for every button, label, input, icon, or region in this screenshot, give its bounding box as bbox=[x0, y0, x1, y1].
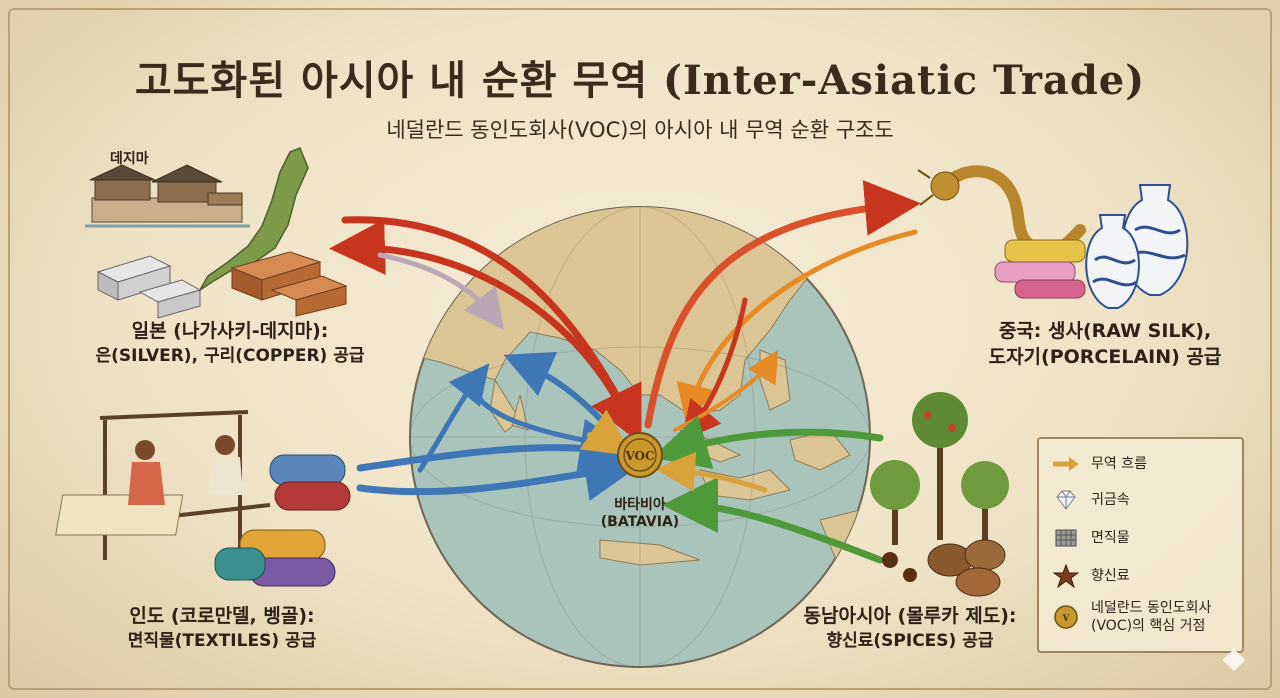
arrow-batavia-gold bbox=[579, 409, 633, 456]
arrow-japan-to-india bbox=[377, 252, 505, 330]
page-subtitle: 네덜란드 동인도회사(VOC)의 아시아 내 무역 순환 구조도 bbox=[386, 118, 894, 142]
trade-arrow-icon bbox=[1053, 457, 1079, 471]
legend-label-spice: 향신료 bbox=[1091, 568, 1130, 584]
textile-icon bbox=[1055, 529, 1077, 547]
trade-arrows bbox=[329, 180, 921, 564]
voc-emblem-icon: V bbox=[1054, 605, 1078, 629]
legend-item-trade-flow: 무역 흐름 bbox=[1049, 451, 1147, 477]
voc-emblem-icon: VOC bbox=[617, 432, 663, 478]
spice-trees bbox=[870, 392, 1009, 545]
arrow-spices-to-batavia-2 bbox=[662, 477, 884, 564]
legend-item-textile: 면직물 bbox=[1049, 525, 1130, 551]
japan-illustration bbox=[85, 147, 348, 319]
arrow-spices-to-batavia bbox=[651, 415, 884, 470]
legend-label-textile: 면직물 bbox=[1091, 530, 1130, 546]
batavia-name-en: (BATAVIA) bbox=[600, 514, 680, 530]
silver-ingots bbox=[96, 255, 202, 319]
china-illustration bbox=[917, 165, 1189, 309]
arrow-china-to-batavia bbox=[676, 229, 918, 425]
china-label-line1: 중국: 생사(RAW SILK), bbox=[998, 320, 1212, 342]
southeast-asia-label-line1: 동남아시아 (몰루카 제도): bbox=[803, 605, 1017, 627]
dejima-label: 데지마 bbox=[110, 151, 149, 167]
southeast-asia-label: 동남아시아 (몰루카 제도): 향신료(SPICES) 공급 bbox=[760, 603, 1060, 653]
arrow-batavia-to-china bbox=[644, 180, 921, 429]
page-title: 고도화된 아시아 내 순환 무역 (Inter-Asiatic Trade) bbox=[134, 57, 1146, 104]
legend-label-precious-metal: 귀금속 bbox=[1091, 492, 1130, 508]
legend: 무역 흐름 귀금속 면직물 향신료 V 네덜란드 동인도회사 (VOC)의 핵심… bbox=[1037, 437, 1244, 653]
textile-rolls bbox=[214, 454, 351, 587]
legend-label-voc-hub-line2: (VOC)의 핵심 거점 bbox=[1091, 618, 1206, 634]
batavia-name: 바타비아 bbox=[614, 497, 666, 513]
silk-bolts bbox=[994, 239, 1086, 299]
india-label-line1: 인도 (코로만델, 벵골): bbox=[129, 605, 315, 627]
voc-emblem-text: VOC bbox=[624, 449, 654, 463]
china-label: 중국: 생사(RAW SILK), 도자기(PORCELAIN) 공급 bbox=[955, 318, 1255, 370]
india-label-line2: 면직물(TEXTILES) 공급 bbox=[127, 631, 317, 651]
batavia-label: 바타비아 (BATAVIA) bbox=[580, 497, 700, 531]
china-label-line2: 도자기(PORCELAIN) 공급 bbox=[988, 346, 1222, 368]
japan-label-line2: 은(SILVER), 구리(COPPER) 공급 bbox=[95, 346, 365, 366]
porcelain-vases bbox=[1085, 184, 1189, 309]
legend-label-voc-hub: 네덜란드 동인도회사 (VOC)의 핵심 거점 bbox=[1091, 599, 1211, 635]
southeast-asia-label-line2: 향신료(SPICES) 공급 bbox=[826, 631, 994, 651]
dejima-buildings bbox=[85, 164, 250, 228]
japan-label-line1: 일본 (나가사키-데지마): bbox=[131, 320, 329, 342]
legend-item-precious-metal: 귀금속 bbox=[1049, 487, 1130, 513]
diamond-icon bbox=[1056, 490, 1076, 510]
india-illustration bbox=[55, 410, 351, 587]
svg-text:V: V bbox=[1062, 614, 1071, 624]
japan-label: 일본 (나가사키-데지마): 은(SILVER), 구리(COPPER) 공급 bbox=[80, 318, 380, 368]
arrow-india-to-batavia-2 bbox=[356, 445, 641, 501]
spice-islands-illustration bbox=[870, 392, 1009, 597]
india-label: 인도 (코로만델, 벵골): 면직물(TEXTILES) 공급 bbox=[72, 603, 372, 653]
legend-item-voc-hub: V 네덜란드 동인도회사 (VOC)의 핵심 거점 bbox=[1049, 599, 1211, 635]
arrow-batavia-to-spices bbox=[655, 451, 768, 493]
nutmeg-pile bbox=[882, 539, 1006, 597]
copper-ingots bbox=[230, 251, 348, 317]
star-anise-icon bbox=[1053, 564, 1079, 588]
arrow-india-north bbox=[417, 363, 490, 473]
legend-label-trade-flow: 무역 흐름 bbox=[1091, 456, 1147, 472]
arrow-batavia-to-japan bbox=[329, 218, 632, 424]
legend-item-spice: 향신료 bbox=[1049, 563, 1130, 589]
legend-label-voc-hub-line1: 네덜란드 동인도회사 bbox=[1091, 600, 1212, 616]
